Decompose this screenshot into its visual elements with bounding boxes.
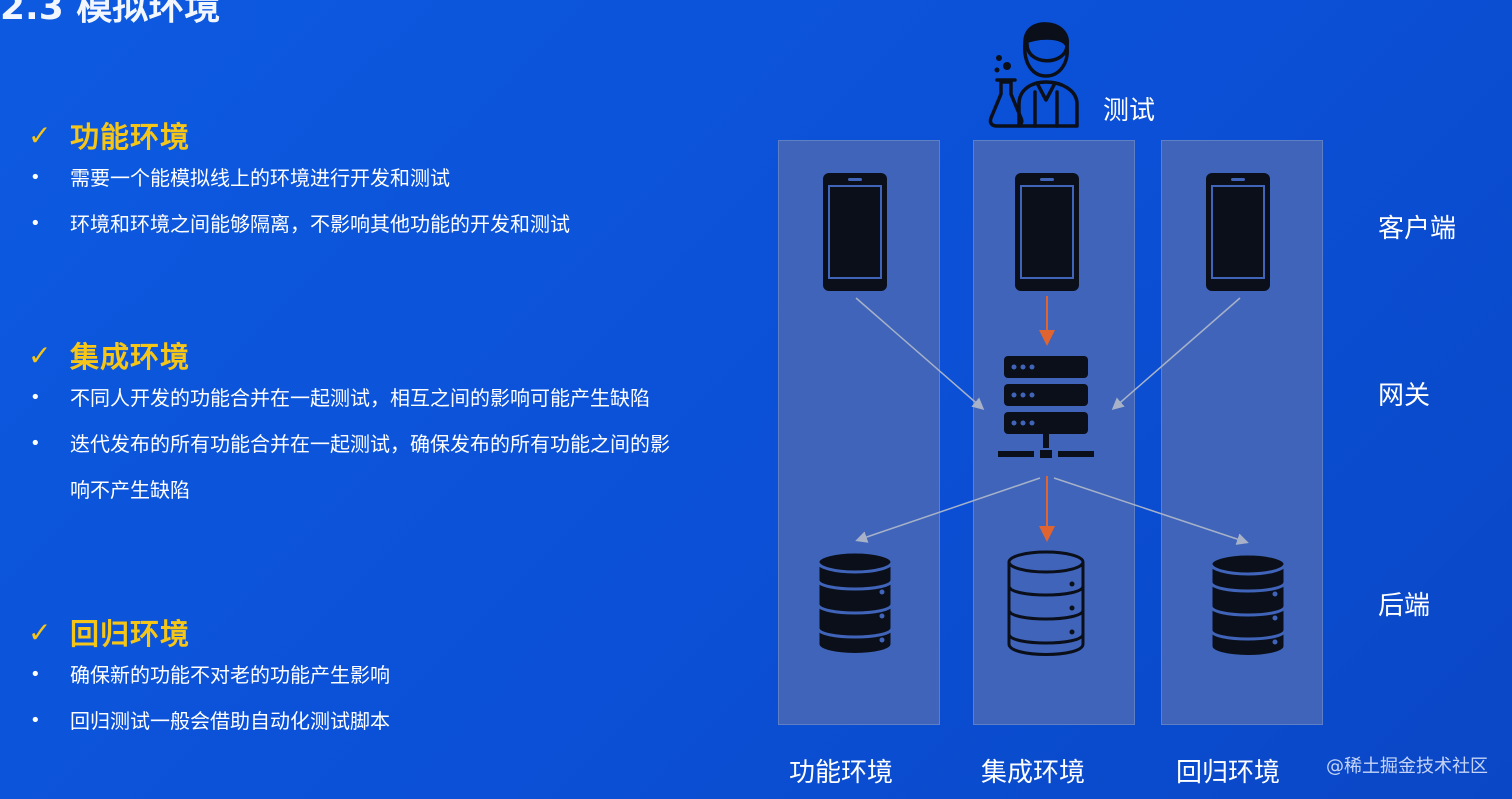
bullet-item: 不同人开发的功能合并在一起测试，相互之间的影响可能产生缺陷 bbox=[28, 375, 670, 421]
slide-title: 2.3 模拟环境 bbox=[0, 0, 221, 28]
row-label-gateway: 网关 bbox=[1378, 381, 1431, 411]
section-integration-env: ✓ 集成环境 不同人开发的功能合并在一起测试，相互之间的影响可能产生缺陷 迭代发… bbox=[28, 335, 670, 513]
arrow-gateway-to-backend-right bbox=[1053, 477, 1249, 545]
bullet-item: 需要一个能模拟线上的环境进行开发和测试 bbox=[28, 155, 570, 201]
bullet-item: 迭代发布的所有功能合并在一起测试，确保发布的所有功能之间的影响不产生缺陷 bbox=[28, 421, 670, 513]
env-label-functional: 功能环境 bbox=[789, 758, 894, 788]
checkmark-icon: ✓ bbox=[28, 338, 52, 372]
arrow-client-to-gateway-left bbox=[855, 297, 985, 410]
phone-icon bbox=[823, 173, 887, 291]
bullet-list: 不同人开发的功能合并在一起测试，相互之间的影响可能产生缺陷 迭代发布的所有功能合… bbox=[28, 375, 670, 513]
phone-icon bbox=[1206, 173, 1270, 291]
database-icon bbox=[816, 550, 894, 656]
watermark: @稀土掘金技术社区 bbox=[1326, 756, 1488, 777]
tester-label: 测试 bbox=[1103, 96, 1156, 126]
checkmark-icon: ✓ bbox=[28, 118, 52, 152]
env-label-regression: 回归环境 bbox=[1176, 758, 1281, 788]
row-label-backend: 后端 bbox=[1378, 591, 1431, 621]
section-title: 回归环境 bbox=[70, 617, 191, 651]
section-functional-env: ✓ 功能环境 需要一个能模拟线上的环境进行开发和测试 环境和环境之间能够隔离，不… bbox=[28, 115, 570, 248]
section-title: 集成环境 bbox=[70, 340, 191, 374]
database-icon bbox=[1007, 550, 1085, 656]
bullet-item: 回归测试一般会借助自动化测试脚本 bbox=[28, 698, 390, 744]
env-label-integration: 集成环境 bbox=[981, 758, 1086, 788]
checkmark-icon: ✓ bbox=[28, 615, 52, 649]
section-title: 功能环境 bbox=[70, 120, 191, 154]
bullet-item: 环境和环境之间能够隔离，不影响其他功能的开发和测试 bbox=[28, 201, 570, 247]
bullet-item: 确保新的功能不对老的功能产生影响 bbox=[28, 652, 390, 698]
server-icon bbox=[998, 356, 1094, 458]
database-icon bbox=[1209, 552, 1287, 658]
bullet-list: 确保新的功能不对老的功能产生影响 回归测试一般会借助自动化测试脚本 bbox=[28, 652, 390, 744]
phone-icon bbox=[1015, 173, 1079, 291]
arrow-client-to-gateway-right bbox=[1111, 297, 1241, 410]
section-regression-env: ✓ 回归环境 确保新的功能不对老的功能产生影响 回归测试一般会借助自动化测试脚本 bbox=[28, 612, 390, 745]
arrow-gateway-to-backend-left bbox=[855, 477, 1041, 543]
tester-icon bbox=[988, 22, 1079, 128]
bullet-list: 需要一个能模拟线上的环境进行开发和测试 环境和环境之间能够隔离，不影响其他功能的… bbox=[28, 155, 570, 247]
row-label-client: 客户端 bbox=[1378, 214, 1457, 244]
